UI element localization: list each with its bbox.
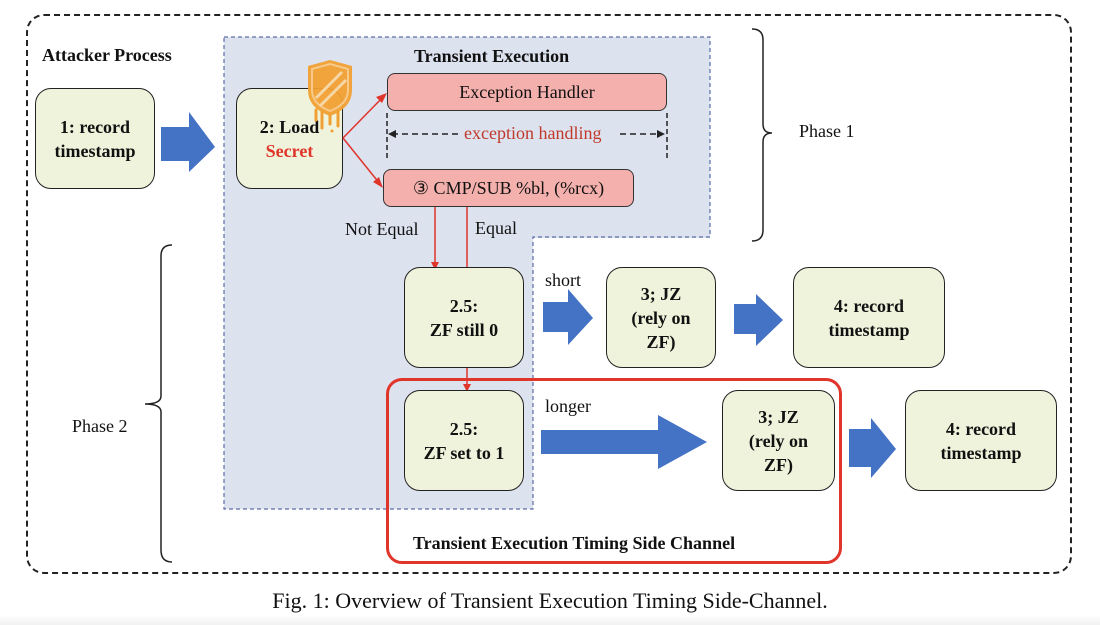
not-equal-label: Not Equal: [345, 219, 419, 239]
equal-label: Equal: [475, 218, 517, 238]
node-1-line2: timestamp: [54, 140, 136, 161]
bottom-shade: [0, 615, 1100, 625]
transient-execution-label: Transient Execution: [414, 46, 570, 66]
zf-set-line1: 2.5:: [449, 418, 479, 439]
record4a-line2: timestamp: [828, 319, 910, 340]
exception-handler-label: Exception Handler: [459, 81, 595, 102]
short-label: short: [545, 270, 581, 290]
record4b-line2: timestamp: [940, 442, 1022, 463]
zf-still-line2: ZF still 0: [429, 319, 499, 340]
record-timestamp-node-1: 1: record timestamp: [35, 88, 155, 189]
side-channel-frame: [386, 378, 842, 564]
zf-still-line1: 2.5:: [449, 295, 479, 316]
record-timestamp-node-4b: 4: record timestamp: [905, 390, 1057, 491]
jz-a-line2: (rely on: [631, 307, 691, 328]
jz-node-short: 3; JZ (rely on ZF): [606, 267, 716, 368]
cmp-sub-label: ③ CMP/SUB %bl, (%rcx): [412, 177, 605, 198]
load-label: 2: Load: [259, 116, 320, 137]
cmp-sub-box: ③ CMP/SUB %bl, (%rcx): [383, 169, 634, 207]
jz-b-line3: ZF): [763, 454, 793, 475]
jz-a-line1: 3; JZ: [640, 283, 682, 304]
phase1-label: Phase 1: [799, 121, 855, 141]
jz-a-line3: ZF): [646, 331, 676, 352]
zf-still-0-node: 2.5: ZF still 0: [404, 267, 524, 368]
zf-set-line2: ZF set to 1: [423, 442, 505, 463]
record4b-line1: 4: record: [945, 418, 1017, 439]
secret-label: Secret: [265, 140, 314, 161]
record-timestamp-node-4a: 4: record timestamp: [793, 267, 945, 368]
phase2-label: Phase 2: [72, 416, 128, 436]
side-channel-label: Transient Execution Timing Side Channel: [413, 533, 736, 553]
jz-b-line1: 3; JZ: [758, 406, 799, 427]
attacker-process-label: Attacker Process: [42, 45, 172, 65]
exception-handler-box: Exception Handler: [387, 73, 667, 111]
zf-set-to-1-node: 2.5: ZF set to 1: [404, 390, 524, 491]
longer-label: longer: [545, 396, 591, 416]
exception-handling-label: exception handling: [464, 123, 602, 143]
node-1-line1: 1: record: [59, 116, 131, 137]
record4a-line1: 4: record: [833, 295, 905, 316]
attacker-process-container: [26, 14, 1072, 574]
figure-caption: Fig. 1: Overview of Transient Execution …: [272, 588, 828, 613]
jz-b-line2: (rely on: [748, 430, 809, 451]
jz-node-longer: 3; JZ (rely on ZF): [722, 390, 835, 491]
